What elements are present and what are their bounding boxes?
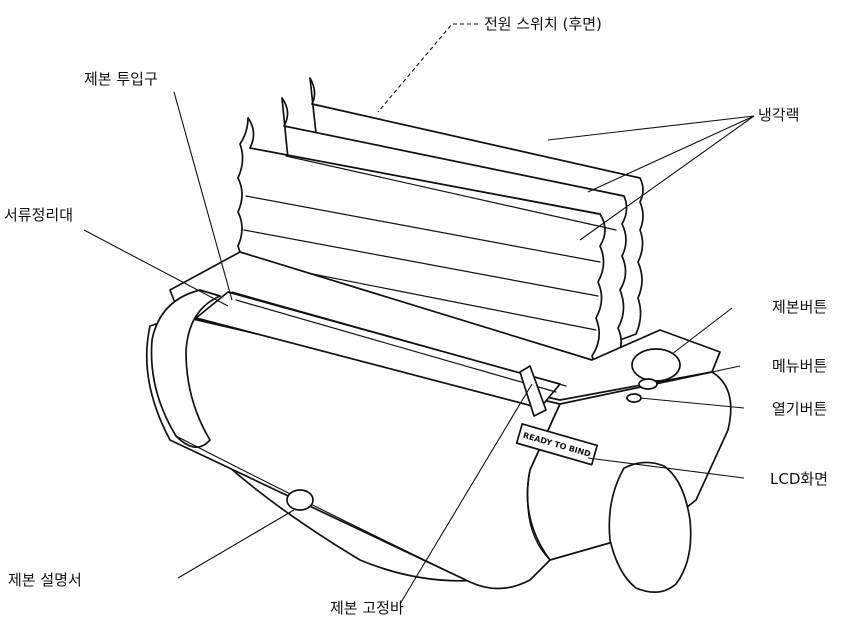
machine-left-roller [150,289,221,448]
label-lcd-screen: LCD화면 [770,470,828,488]
leader-lines [83,23,755,605]
leader-cooling-rack-2 [587,115,755,193]
label-document-guide: 서류정리대 [4,206,73,224]
machine-right-roller [608,461,692,593]
label-menu-button: 메뉴버튼 [772,357,827,375]
binding-inlet-slot [231,291,567,387]
leader-bind-button [671,307,733,355]
label-binding-inlet: 제본 투입구 [84,70,158,88]
labels: 전원 스위치 (후면) 냉각랙 제본 투입구 서류정리대 제본버튼 메뉴버튼 열… [4,15,828,617]
machine-body [145,251,732,593]
label-bind-button: 제본버튼 [772,298,827,316]
leader-document-guide [83,229,229,307]
label-power-switch: 전원 스위치 (후면) [484,15,602,33]
leader-cooling-rack-3 [579,115,755,241]
label-binding-bar: 제본 고정바 [330,599,404,617]
cooling-rack-line-2 [245,195,601,263]
label-cooling-rack: 냉각랙 [758,106,799,124]
cooling-rack-line-5 [283,125,625,197]
cooling-rack-line-7 [285,155,617,231]
cooling-rack-line-6 [311,103,641,179]
leader-binding-manual [177,509,295,579]
binding-manual [286,489,314,511]
cooling-rack-line-3 [243,229,599,297]
leader-binding-inlet [173,91,233,301]
lcd-screen-frame [515,423,599,466]
binding-bar [519,365,547,417]
cooling-rack-line-1 [249,147,599,215]
leader-menu-button [655,365,741,385]
label-open-button: 열기버튼 [772,400,827,418]
leader-binding-bar [399,383,533,605]
leader-cooling-rack-1 [547,115,755,141]
machine-body-curve-2 [526,469,551,561]
menu-button[interactable] [638,378,658,390]
label-binding-manual: 제본 설명서 [8,571,82,589]
binding-inlet-slot-2 [235,299,557,393]
open-button[interactable] [626,393,642,403]
leader-lcd-screen [587,457,745,479]
leader-power-switch [377,23,478,113]
leader-open-button [639,397,745,409]
